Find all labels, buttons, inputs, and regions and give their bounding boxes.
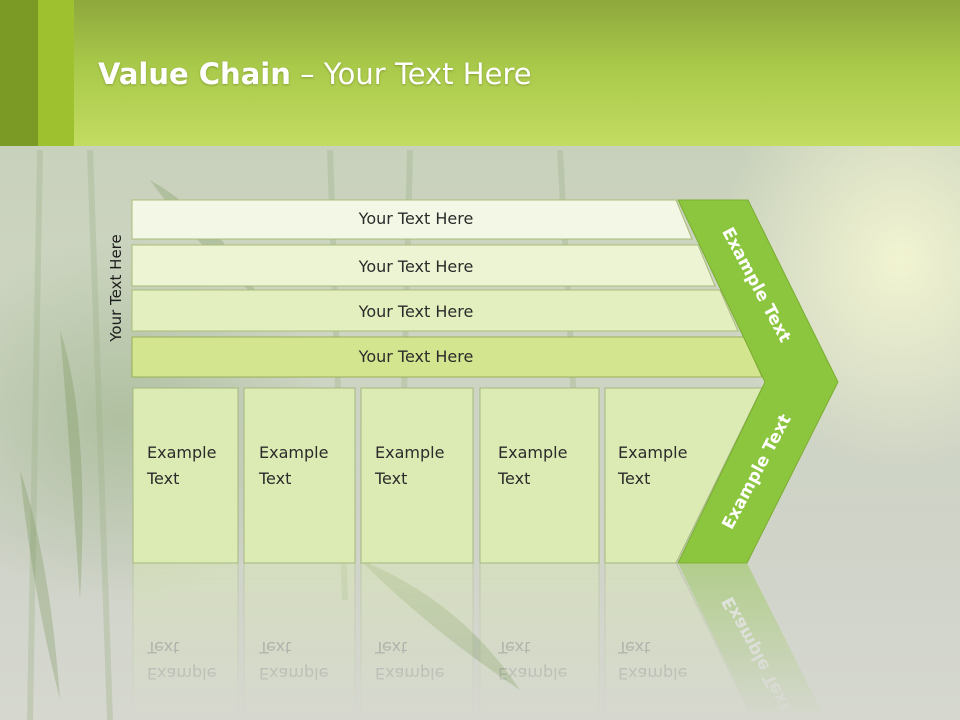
box-4-line1: Example [498,443,567,462]
box-5-reflection-line2: Text [617,638,650,657]
box-2-reflection-line1: Example [259,664,328,683]
row-2: Your Text Here [131,244,716,287]
box-1-reflection-line2: Text [146,638,179,657]
row-1: Your Text Here [131,199,693,240]
box-5: Example Text [604,387,763,564]
box-5-reflection-line1: Example [618,664,687,683]
box-3-reflection-line2: Text [374,638,407,657]
header-accent-light [38,0,74,146]
page-title: Value Chain – Your Text Here [98,52,532,96]
row-4-label: Your Text Here [358,347,474,366]
box-2-reflection-line2: Text [258,638,291,657]
header-accent-dark [0,0,38,146]
row-3: Your Text Here [131,289,739,332]
box-4: Example Text [479,387,600,564]
row-4: Your Text Here [131,336,763,378]
box-4-line2: Text [497,469,530,488]
row-1-label: Your Text Here [358,209,474,228]
box-4-reflection-line1: Example [498,664,567,683]
box-3-reflection-line1: Example [375,664,444,683]
box-3-line1: Example [375,443,444,462]
row-3-label: Your Text Here [358,302,474,321]
box-1: Example Text [132,387,239,564]
title-bold: Value Chain [98,57,291,91]
box-4-reflection-line2: Text [497,638,530,657]
box-5-line1: Example [618,443,687,462]
box-2-line2: Text [258,469,291,488]
box-3-line2: Text [374,469,407,488]
box-2-line1: Example [259,443,328,462]
box-5-line2: Text [617,469,650,488]
title-bar: Value Chain – Your Text Here [0,0,960,146]
box-3: Example Text [360,387,474,564]
title-rest: – Your Text Here [290,57,532,91]
box-1-line2: Text [146,469,179,488]
box-1-line1: Example [147,443,216,462]
box-2: Example Text [243,387,356,564]
row-2-label: Your Text Here [358,257,474,276]
reflection: Example Text Example Text Example Text E… [132,562,826,720]
box-1-reflection-line1: Example [147,664,216,683]
